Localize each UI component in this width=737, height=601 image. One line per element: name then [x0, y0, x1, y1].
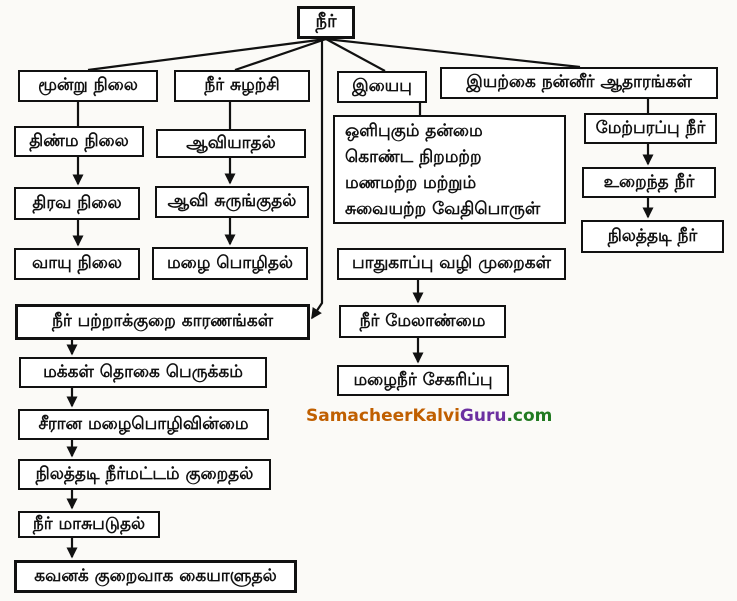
node-liquid-state: திரவ நிலை: [14, 187, 140, 220]
root-branch-lines: [87, 37, 581, 320]
node-careless-handling: கவனக் குறைவாக கையாளுதல்: [14, 560, 297, 593]
node-root-water: நீர்: [297, 6, 355, 39]
node-groundwater: நிலத்தடி நீர்: [581, 220, 724, 253]
node-composition-description: ஒளிபுகும் தன்மை கொண்ட நிறமற்ற மணமற்ற மற்…: [333, 115, 566, 224]
composition-description-line: மணமற்ற மற்றும்: [345, 172, 477, 193]
watermark: SamacheerKalviGuru.com: [306, 406, 552, 426]
node-scarcity-causes: நீர் பற்றாக்குறை காரணங்கள்: [15, 304, 310, 340]
node-frozen-water: உறைந்த நீர்: [582, 167, 716, 198]
composition-description-line: சுவையற்ற வேதிபொருள்: [345, 198, 541, 219]
watermark-segment: Guru: [459, 406, 507, 426]
composition-description-line: கொண்ட நிறமற்ற: [345, 146, 482, 167]
node-freshwater-sources: இயற்கை நன்னீர் ஆதாரங்கள்: [440, 67, 718, 99]
node-water-cycle: நீர் சுழற்சி: [174, 70, 310, 102]
node-surface-water: மேற்பரப்பு நீர்: [584, 113, 717, 144]
node-safety-methods: பாதுகாப்பு வழி முறைகள்: [337, 248, 566, 280]
watermark-segment: SamacheerKalvi: [306, 406, 460, 426]
node-composition: இயைபு: [337, 71, 427, 103]
node-population-growth: மக்கள் தொகை பெருக்கம்: [19, 357, 267, 388]
composition-description-line: ஒளிபுகும் தன்மை: [345, 120, 483, 141]
node-water-pollution: நீர் மாசுபடுதல்: [18, 511, 160, 538]
node-water-management: நீர் மேலாண்மை: [339, 305, 506, 338]
node-raining: மழை பொழிதல்: [152, 247, 308, 280]
watermark-segment: .com: [506, 406, 553, 426]
node-three-states: மூன்று நிலை: [18, 70, 158, 102]
node-gas-state: வாயு நிலை: [14, 248, 140, 280]
column-link-lines: [66, 99, 654, 559]
node-solid-state: திண்ம நிலை: [14, 126, 144, 157]
node-condensation: ஆவி சுருங்குதல்: [155, 186, 309, 218]
node-evaporation: ஆவியாதல்: [156, 129, 306, 158]
node-rainwater-harvesting: மழைநீர் சேகரிப்பு: [337, 365, 509, 396]
node-groundwater-depletion: நிலத்தடி நீர்மட்டம் குறைதல்: [18, 459, 271, 490]
node-irregular-rainfall: சீரான மழைபொழிவின்மை: [18, 409, 269, 440]
